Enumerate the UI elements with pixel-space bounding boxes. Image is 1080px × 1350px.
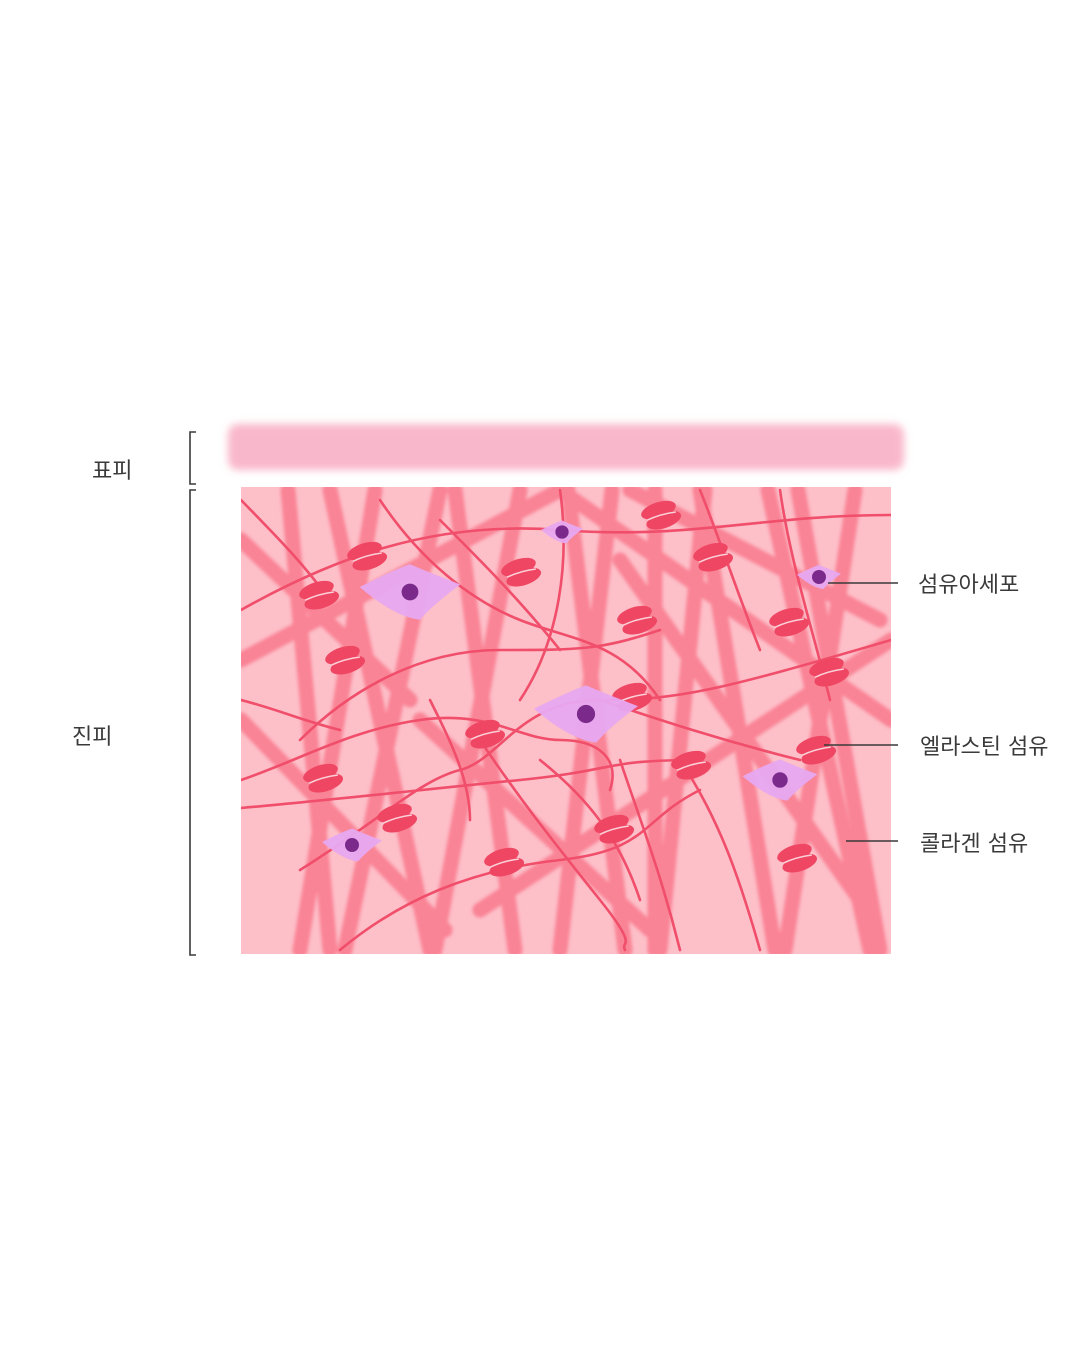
- dermis-bracket: [189, 489, 196, 956]
- fibroblast: [541, 520, 583, 544]
- elastin-fiber: [678, 758, 762, 952]
- fibroblast: [797, 564, 841, 590]
- collagen-fiber: [612, 552, 868, 908]
- fibroblast-nucleus: [401, 583, 419, 601]
- collagen-crosslink: [594, 814, 635, 844]
- collagen-crosslink: [777, 843, 818, 873]
- elastin-fiber: [298, 638, 891, 872]
- collagen-crosslink: [484, 847, 525, 877]
- fibroblast-label: 섬유아세포: [918, 573, 1019, 598]
- elastin-fiber: [438, 518, 562, 652]
- elastin-fiber: [241, 758, 702, 810]
- collagen-fiber: [322, 487, 438, 954]
- collagen-crosslink: [693, 542, 734, 572]
- elastin-fiber: [241, 698, 342, 732]
- fibroblast: [534, 685, 638, 743]
- collagen-crosslinks: [299, 500, 850, 877]
- collagen-fiber: [241, 532, 418, 708]
- elastin-fiber: [241, 716, 614, 792]
- elastin-fiber: [338, 788, 702, 952]
- elastin-fiber: [618, 758, 682, 952]
- epidermis-label: 표피: [92, 459, 132, 484]
- collagen-crosslink: [303, 763, 344, 793]
- fibroblast-nucleus: [772, 772, 788, 788]
- dermis-label: 진피: [72, 725, 112, 750]
- fibroblasts: [322, 520, 841, 862]
- epidermis-layer: [228, 424, 904, 470]
- elastin-fiber-label: 엘라스틴 섬유: [920, 735, 1048, 760]
- collagen-fiber: [777, 487, 863, 954]
- fibroblast-nucleus: [576, 704, 596, 724]
- collagen-crosslink: [501, 557, 542, 587]
- collagen-fiber: [412, 712, 658, 938]
- collagen-crosslink: [796, 735, 837, 765]
- collagen-fiber: [652, 487, 713, 954]
- epidermis-bracket: [189, 431, 196, 485]
- fibroblast-nucleus: [555, 525, 569, 539]
- collagen-crosslink: [617, 605, 658, 635]
- elastin-fiber: [478, 738, 627, 952]
- collagen-fiber: [790, 487, 888, 954]
- fibroblast: [359, 564, 461, 620]
- elastin-fiber: [428, 698, 472, 822]
- elastin-fibers: [241, 488, 891, 952]
- elastin-fiber: [298, 628, 662, 742]
- collagen-crosslink: [465, 719, 506, 749]
- collagen-crosslink: [325, 645, 366, 675]
- elastin-fiber: [518, 488, 565, 702]
- collagen-crosslink: [769, 607, 810, 637]
- collagen-crosslink: [809, 657, 850, 687]
- fibroblast-nucleus: [345, 838, 359, 852]
- elastin-fiber: [698, 488, 762, 652]
- elastin-fiber: [378, 498, 662, 702]
- collagen-fiber: [241, 712, 453, 938]
- collagen-crosslink: [671, 750, 712, 780]
- collagen-crosslink: [299, 580, 340, 610]
- collagen-crosslink: [347, 541, 388, 571]
- collagen-crosslink: [377, 803, 418, 833]
- fibroblast-nucleus: [812, 570, 826, 584]
- fibroblast: [742, 759, 818, 801]
- fibroblast: [322, 828, 382, 862]
- collagen-fiber-label: 콜라겐 섬유: [920, 832, 1028, 857]
- collagen-crosslink: [641, 500, 682, 530]
